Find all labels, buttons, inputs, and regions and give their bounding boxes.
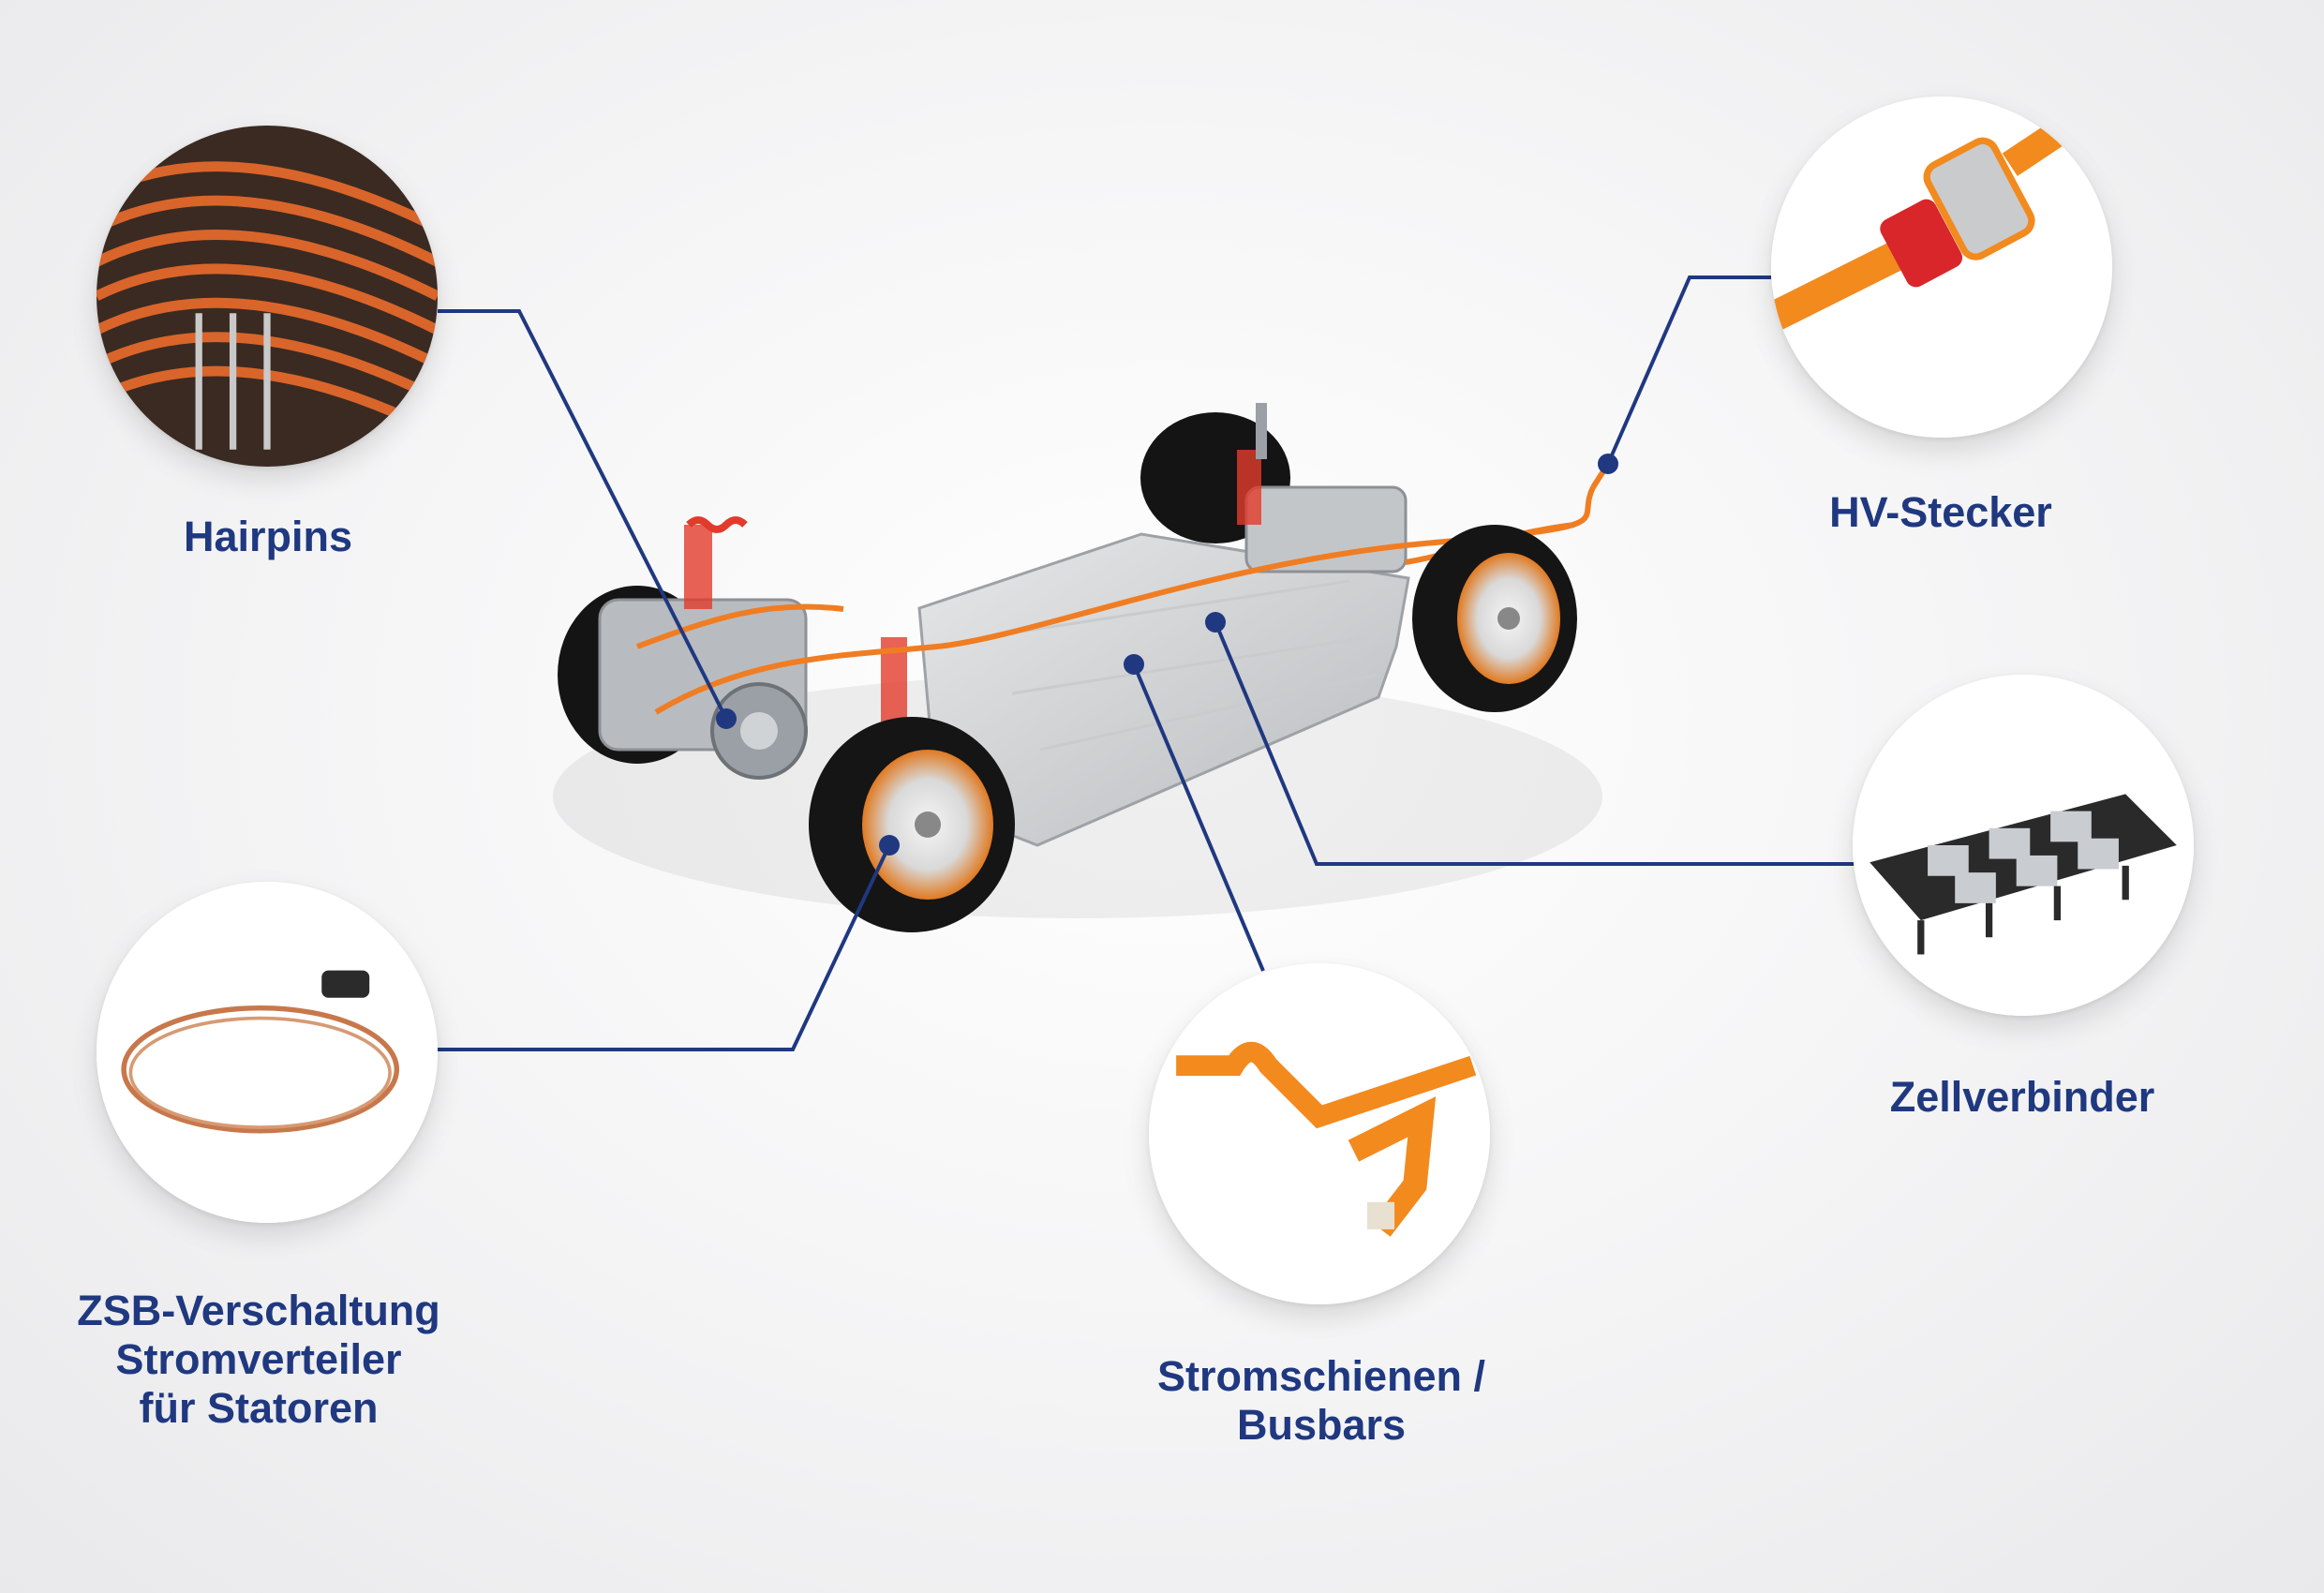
label-hv-stecker: HV-Stecker	[1829, 488, 2052, 536]
zsb-image	[97, 882, 438, 1223]
label-zsb-line3: für Statoren	[139, 1384, 379, 1432]
label-busbars: Stromschienen / Busbars	[1157, 1352, 1485, 1450]
leader-line-busbars	[1132, 663, 1265, 972]
leader-line-hairpins	[438, 309, 728, 720]
leader-line-zsb	[438, 844, 891, 1051]
anchor-dot-zellverbinder	[1205, 612, 1226, 633]
busbars-image	[1149, 963, 1490, 1304]
label-zsb: ZSB-Verschaltung Stromverteiler für Stat…	[77, 1287, 440, 1433]
busbar-icon	[1149, 963, 1490, 1304]
anchor-dot-hv-stecker	[1598, 454, 1618, 474]
wheel-rear-right	[1412, 525, 1577, 712]
zellverbinder-image	[1853, 675, 2194, 1016]
hairpins-image	[97, 126, 438, 467]
anchor-dot-zsb	[879, 835, 900, 856]
hv-stecker-image	[1771, 97, 2112, 438]
label-hairpins: Hairpins	[183, 513, 353, 560]
leader-line-zellverbinder	[1214, 621, 1860, 866]
label-zellverbinder: Zellverbinder	[1889, 1073, 2155, 1121]
label-zsb-line1: ZSB-Verschaltung	[77, 1287, 440, 1334]
label-busbars-line2: Busbars	[1236, 1401, 1407, 1449]
hv-connector-icon	[1771, 97, 2112, 438]
anchor-dot-hairpins	[716, 708, 737, 729]
leader-line-hv-stecker	[1606, 275, 1771, 465]
cell-connector-icon	[1853, 675, 2194, 1016]
wheel-front-left	[809, 717, 1015, 932]
label-zsb-line2: Stromverteiler	[115, 1335, 402, 1383]
label-busbars-line1: Stromschienen /	[1156, 1352, 1486, 1400]
anchor-dot-busbars	[1124, 654, 1144, 675]
hairpins-copper-icon	[97, 126, 438, 467]
stator-distributor-ring-icon	[97, 882, 438, 1223]
